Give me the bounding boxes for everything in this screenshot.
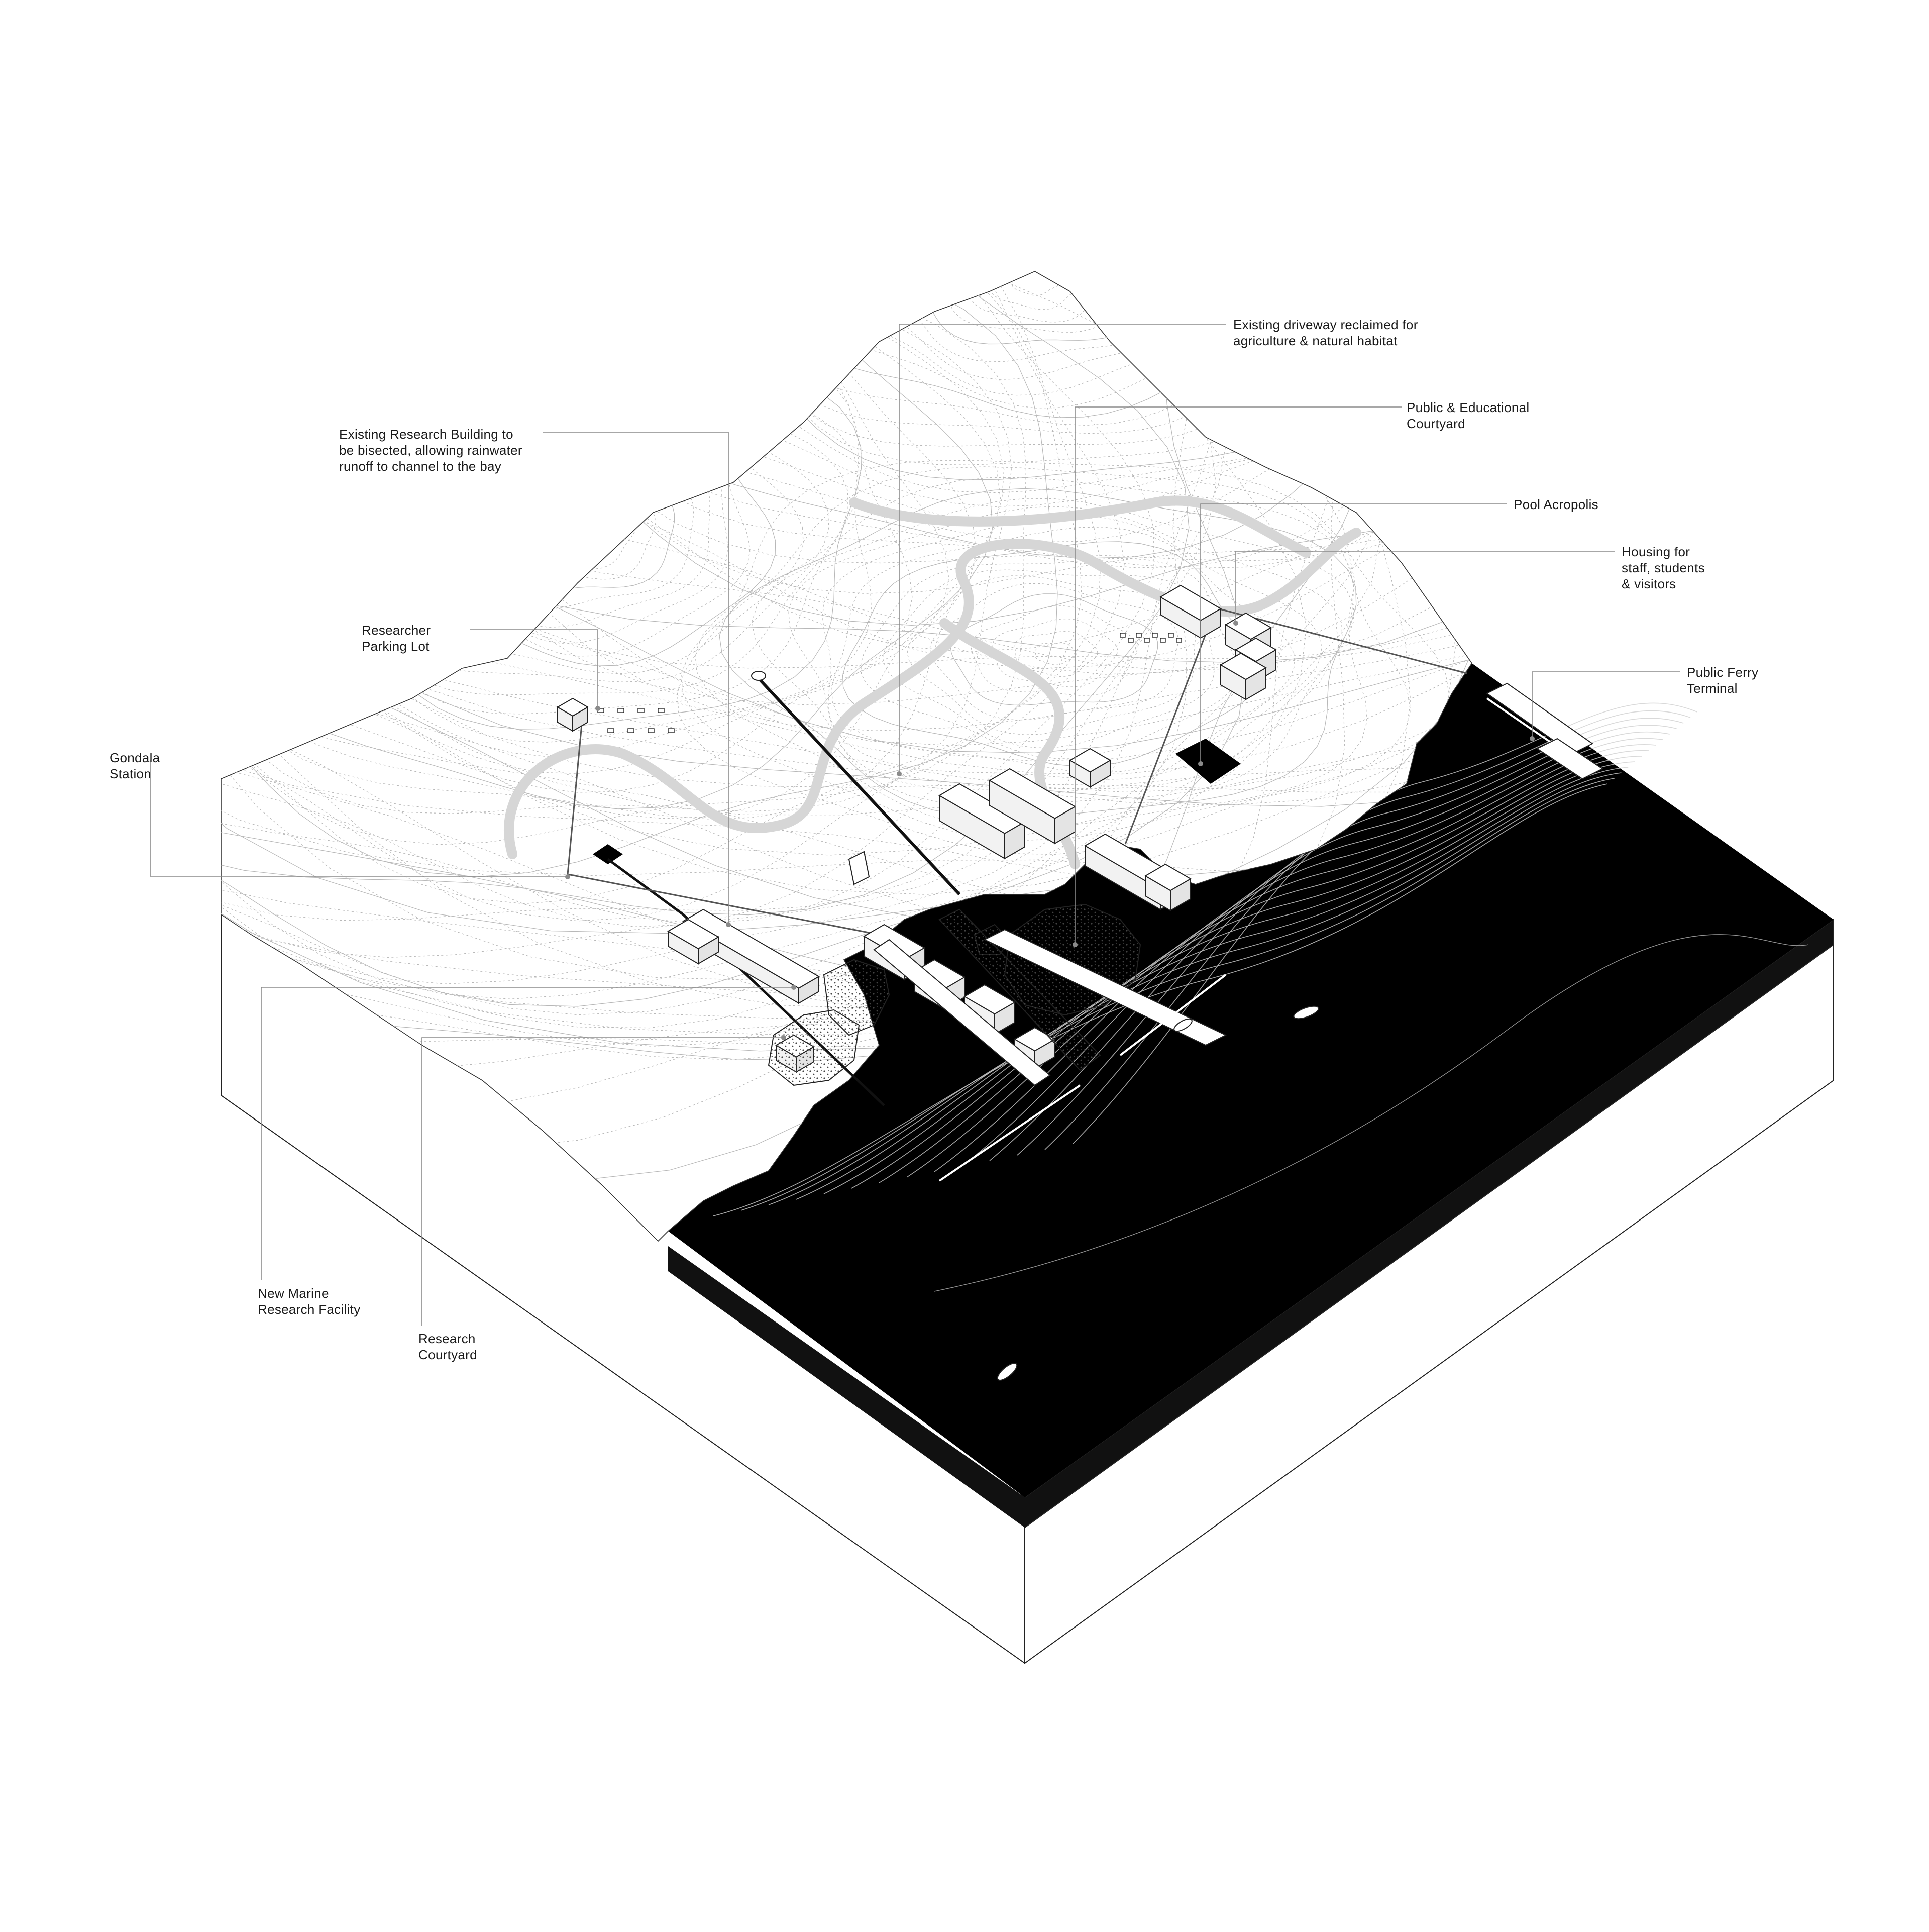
east-pier [1119,974,1227,1056]
boat [1293,1005,1319,1020]
long-pier [938,1084,1081,1182]
bathymetry-lines [713,702,1809,1292]
label-researcher-parking: Researcher Parking Lot [362,623,431,654]
label-public-educational-courtyard: Public & Educational Courtyard [1407,400,1530,431]
water-slab-left-face [668,1246,1025,1528]
label-pool-acropolis: Pool Acropolis [1514,497,1598,512]
ferry-terminal-deck [1486,682,1593,755]
terrain-land [221,271,1472,1242]
leader-lines [150,324,1680,1326]
research-courtyard-patch [768,1009,860,1086]
label-new-marine-research-facility: New Marine Research Facility [258,1286,361,1317]
marine-facility-bridge [873,908,1227,1086]
bay-water [668,663,1834,1497]
label-public-ferry-terminal: Public Ferry Terminal [1687,665,1759,696]
boat [1173,1018,1193,1032]
courtyard-patch-2 [823,959,890,1036]
label-existing-research-building: Existing Research Building to be bisecte… [339,427,522,474]
label-existing-driveway: Existing driveway reclaimed for agricult… [1233,317,1418,348]
label-research-courtyard: Research Courtyard [418,1331,477,1362]
label-gondala-station: Gondala Station [110,750,160,781]
upper-road [849,495,1311,558]
ferry-boat [1536,738,1603,780]
boat [997,1363,1018,1381]
gondola-upper-square [593,844,623,864]
pool-acropolis-square [1175,739,1241,784]
boats [997,1005,1319,1381]
label-housing: Housing for staff, students & visitors [1622,544,1705,591]
